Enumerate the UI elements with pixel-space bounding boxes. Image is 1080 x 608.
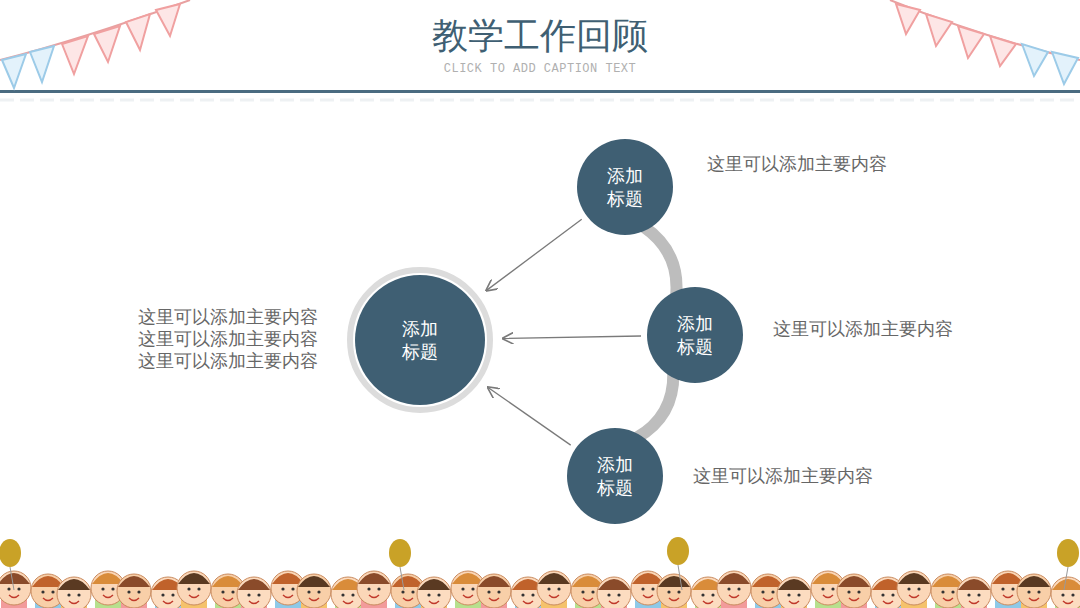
title-circle: 添加 标题	[567, 428, 663, 524]
balloons	[0, 537, 1079, 590]
arrow-connector	[487, 219, 582, 290]
description-text: 这里可以添加主要内容	[693, 465, 893, 487]
arc-connector	[637, 373, 674, 437]
circle-text: 添加 标题	[400, 317, 440, 363]
slide-caption: CLICK TO ADD CAPTION TEXT	[0, 62, 1080, 76]
arc-connector	[644, 227, 677, 295]
bunting-left	[0, 0, 190, 88]
slide-title: 教学工作回顾	[0, 12, 1080, 61]
description-text: 这里可以添加主要内容 这里可以添加主要内容 这里可以添加主要内容	[132, 306, 318, 372]
arrow-connector	[503, 336, 641, 339]
circle-ring	[350, 270, 490, 410]
circle-text: 添加 标题	[595, 453, 635, 499]
description-text: 这里可以添加主要内容	[707, 153, 907, 175]
title-circle: 添加 标题	[577, 139, 673, 235]
circle-text: 添加 标题	[675, 312, 715, 358]
title-circle: 添加 标题	[355, 275, 485, 405]
description-text: 这里可以添加主要内容	[773, 318, 973, 340]
title-circle: 添加 标题	[647, 287, 743, 383]
arrow-connector	[488, 387, 571, 445]
circle-text: 添加 标题	[605, 164, 645, 210]
header-rule	[0, 90, 1080, 93]
header-dash	[0, 99, 1080, 102]
bunting-right	[890, 0, 1080, 84]
children-illustration	[0, 571, 1080, 608]
